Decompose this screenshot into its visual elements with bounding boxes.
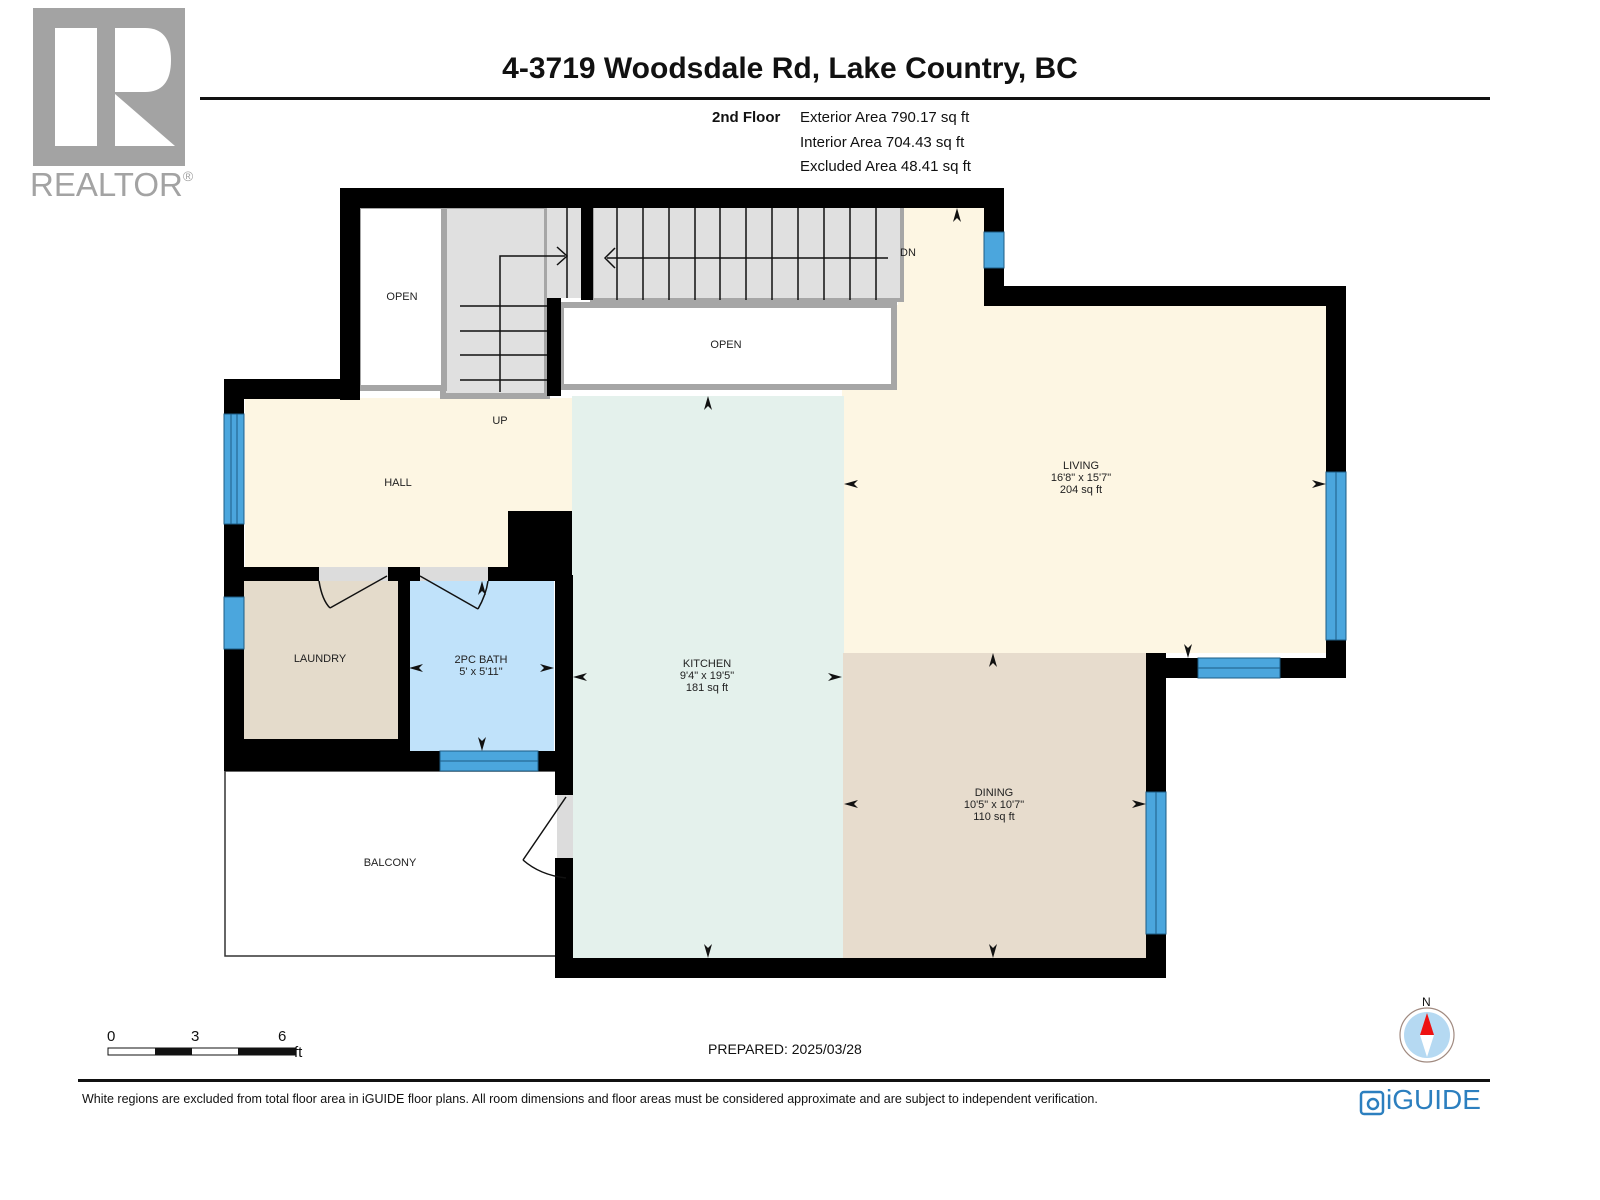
room-open-2: OPEN	[710, 339, 742, 351]
iguide-mark-icon	[1359, 1090, 1385, 1116]
realtor-wordmark: REALTOR®	[30, 166, 193, 204]
bath-floor	[409, 581, 554, 751]
interior-area: Interior Area 704.43 sq ft	[800, 134, 965, 151]
compass-icon	[1399, 1007, 1455, 1063]
stair-down-label: DN	[900, 247, 916, 259]
title-divider	[200, 97, 1490, 100]
scale-unit: ft	[294, 1044, 303, 1061]
page-title: 4-3719 Woodsdale Rd, Lake Country, BC	[502, 52, 1078, 85]
scale-tick-0: 0	[107, 1028, 116, 1045]
room-open-1: OPEN	[386, 291, 418, 303]
footer-divider	[78, 1079, 1490, 1082]
room-hall: HALL	[384, 477, 412, 489]
laundry-floor	[244, 581, 399, 739]
floor-label: 2nd Floor	[712, 109, 781, 126]
stair-up-label: UP	[492, 415, 508, 427]
prepared-date: PREPARED: 2025/03/28	[708, 1041, 862, 1057]
scale-tick-3: 3	[191, 1028, 200, 1045]
exterior-area: Exterior Area 790.17 sq ft	[800, 109, 970, 126]
realtor-r-icon	[55, 28, 175, 146]
disclaimer: White regions are excluded from total fl…	[82, 1092, 1098, 1106]
realtor-text: REALTOR	[30, 166, 183, 203]
registered-mark: ®	[182, 168, 194, 184]
room-balcony: BALCONY	[363, 857, 417, 869]
scale-tick-6: 6	[278, 1028, 287, 1045]
excluded-area: Excluded Area 48.41 sq ft	[800, 158, 971, 175]
living-nook-floor	[898, 206, 988, 406]
kitchen-floor	[572, 396, 844, 958]
dining-floor	[843, 653, 1146, 958]
compass-north-label: N	[1422, 995, 1431, 1009]
room-laundry: LAUNDRY	[293, 653, 347, 665]
realtor-logo	[33, 8, 185, 166]
iguide-logo: iGUIDE	[1386, 1084, 1481, 1115]
